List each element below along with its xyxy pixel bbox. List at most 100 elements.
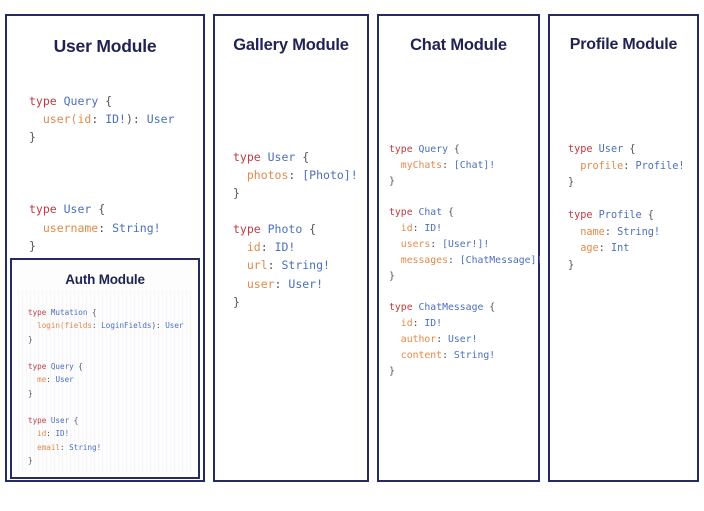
code-token: Int: [610, 243, 630, 255]
code-token: id: [28, 429, 47, 439]
code-token: {: [483, 302, 496, 314]
schema-code-gallery-module: type User { photos: [Photo]! } type Phot…: [233, 148, 358, 311]
code-token: messages: [389, 254, 448, 266]
code-token: Query: [418, 143, 449, 155]
code-token: ID!: [105, 111, 126, 126]
code-token: username: [29, 220, 99, 235]
code-token: content: [389, 349, 443, 361]
code-token: }: [29, 129, 36, 144]
code-token: User: [598, 144, 624, 156]
code-token: User: [63, 202, 92, 217]
code-token: type: [29, 202, 64, 217]
code-token: type: [28, 361, 51, 371]
code-token: {: [448, 143, 460, 155]
code-token: ): [125, 111, 133, 126]
code-token: {: [442, 207, 454, 219]
code-token: type: [28, 415, 51, 425]
code-token: User!: [447, 334, 478, 346]
code-token: user(: [29, 111, 78, 126]
code-token: }: [389, 365, 395, 377]
code-token: }: [233, 294, 240, 309]
code-token: type: [389, 302, 419, 314]
code-token: id: [77, 111, 92, 126]
code-token: :: [412, 318, 425, 330]
code-token: User: [146, 111, 175, 126]
code-token: :: [623, 160, 636, 172]
schema-code-user-module: type Query { user(id: ID!): User } type …: [29, 92, 174, 255]
code-token: {: [69, 415, 79, 425]
code-token: :: [442, 349, 454, 361]
code-token: profile: [568, 160, 624, 172]
code-token: type: [233, 222, 268, 237]
code-token: :: [274, 276, 289, 291]
code-token: {: [623, 144, 636, 156]
code-token: User: [267, 149, 296, 164]
code-token: :: [156, 321, 166, 331]
code-token: String!: [453, 349, 496, 361]
code-token: Mutation: [50, 307, 88, 317]
code-token: [Chat]!: [453, 159, 496, 171]
code-token: ID!: [424, 223, 443, 235]
card-title-user-module: User Module: [53, 36, 157, 56]
code-token: type: [233, 149, 268, 164]
code-token: :: [430, 238, 443, 250]
card-profile-module[interactable]: Profile Module type User { profile: Prof…: [548, 14, 699, 482]
schema-code-auth-module: type Mutation { login(fields: LoginField…: [28, 306, 184, 468]
card-chat-module[interactable]: Chat Module type Query { myChats: [Chat]…: [377, 14, 542, 482]
code-token: }: [28, 456, 33, 466]
code-token: type: [389, 143, 419, 155]
code-token: :: [92, 321, 102, 331]
code-token: {: [87, 307, 97, 317]
code-token: photos: [233, 167, 289, 182]
code-token: User: [165, 321, 184, 331]
code-token: Profile: [598, 210, 642, 222]
code-token: }: [568, 259, 575, 271]
code-token: }: [28, 334, 33, 344]
code-token: User: [55, 375, 74, 385]
code-token: }: [568, 177, 575, 189]
code-token: :: [436, 334, 448, 346]
code-token: users: [389, 238, 431, 250]
code-token: :: [442, 159, 454, 171]
card-gallery-module[interactable]: Gallery Module type User { photos: [Phot…: [213, 14, 369, 482]
card-title-auth-module: Auth Module: [65, 272, 145, 287]
code-token: login(: [28, 321, 65, 331]
code-token: type: [28, 307, 51, 317]
code-token: me: [28, 375, 47, 385]
code-token: age: [568, 243, 599, 255]
code-token: :: [267, 258, 282, 273]
code-token: ID!: [424, 318, 443, 330]
code-token: :: [447, 254, 460, 266]
code-token: :: [598, 243, 611, 255]
code-token: Chat: [418, 207, 443, 219]
code-token: fields: [64, 321, 93, 331]
code-token: User!: [288, 276, 324, 291]
code-token: Query: [50, 361, 74, 371]
code-token: :: [412, 223, 425, 235]
card-auth-module[interactable]: Auth Module type Mutation { login(fields…: [10, 258, 200, 479]
code-token: }: [28, 388, 33, 398]
code-token: String!: [69, 442, 102, 452]
code-token: :: [46, 375, 56, 385]
code-token: :: [132, 111, 147, 126]
code-token: id: [233, 240, 261, 255]
code-token: String!: [281, 258, 330, 273]
code-token: :: [46, 429, 56, 439]
code-token: Profile!: [635, 160, 685, 172]
code-token: User: [50, 415, 70, 425]
card-title-chat-module: Chat Module: [410, 36, 507, 54]
code-token: Photo: [267, 222, 303, 237]
code-token: }: [389, 175, 395, 187]
code-token: }: [233, 185, 240, 200]
code-token: type: [389, 207, 419, 219]
code-token: type: [568, 144, 599, 156]
code-token: :: [60, 442, 70, 452]
code-token: url: [233, 258, 268, 273]
code-token: type: [29, 93, 64, 108]
card-user-module[interactable]: User Module type Query { user(id: ID!): …: [5, 14, 205, 482]
code-token: type: [568, 210, 599, 222]
code-token: {: [641, 210, 654, 222]
code-token: id: [389, 318, 413, 330]
code-token: :: [288, 167, 303, 182]
